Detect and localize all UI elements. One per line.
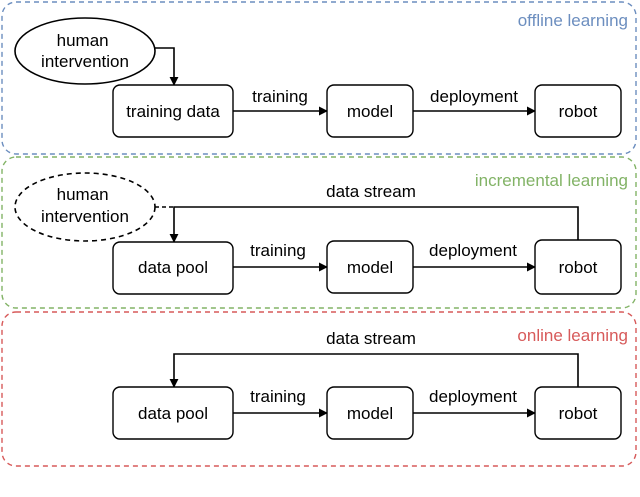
online-model-label: model xyxy=(347,404,393,423)
human-optional-line-2: intervention xyxy=(41,207,129,226)
incremental-data-pool-label: data pool xyxy=(138,258,208,277)
online-panel-title: online learning xyxy=(517,326,628,345)
human-optional-line-1: human xyxy=(57,185,109,204)
incremental-robot-node xyxy=(534,239,622,295)
online-data-stream-edge xyxy=(169,353,579,388)
offline-learning-panel: offline learning human intervention trai… xyxy=(1,1,637,155)
human-label-line-1: human xyxy=(57,31,109,50)
human-to-data-edge xyxy=(155,47,179,86)
offline-panel-title: offline learning xyxy=(518,11,628,30)
incremental-panel-title: incremental learning xyxy=(475,171,628,190)
offline-model-label: model xyxy=(347,102,393,121)
incremental-training-label: training xyxy=(250,241,306,260)
incremental-panel-border xyxy=(1,156,637,309)
offline-robot-label: robot xyxy=(559,102,598,121)
human-intervention-label: human intervention xyxy=(41,31,129,71)
online-learning-panel: online learning data stream data pool tr… xyxy=(1,311,637,467)
offline-robot-node xyxy=(534,84,622,138)
incremental-data-pool-node xyxy=(112,241,234,295)
online-robot-node xyxy=(534,386,622,440)
offline-deployment-label: deployment xyxy=(430,87,518,106)
human-label-line-2: intervention xyxy=(41,52,129,71)
human-intervention-node xyxy=(14,17,156,85)
incremental-data-stream-edge xyxy=(169,206,579,243)
incremental-learning-panel: incremental learning human intervention … xyxy=(1,156,637,309)
incremental-model-label: model xyxy=(347,258,393,277)
online-training-label: training xyxy=(250,387,306,406)
incremental-data-stream-label: data stream xyxy=(326,182,416,201)
online-data-stream-label: data stream xyxy=(326,329,416,348)
training-data-label: training data xyxy=(126,102,220,121)
offline-training-label: training xyxy=(252,87,308,106)
online-deployment-label: deployment xyxy=(429,387,517,406)
incremental-deployment-label: deployment xyxy=(429,241,517,260)
incremental-robot-label: robot xyxy=(559,258,598,277)
human-intervention-optional-label: human intervention xyxy=(41,185,129,226)
online-robot-label: robot xyxy=(559,404,598,423)
online-data-pool-label: data pool xyxy=(138,404,208,423)
